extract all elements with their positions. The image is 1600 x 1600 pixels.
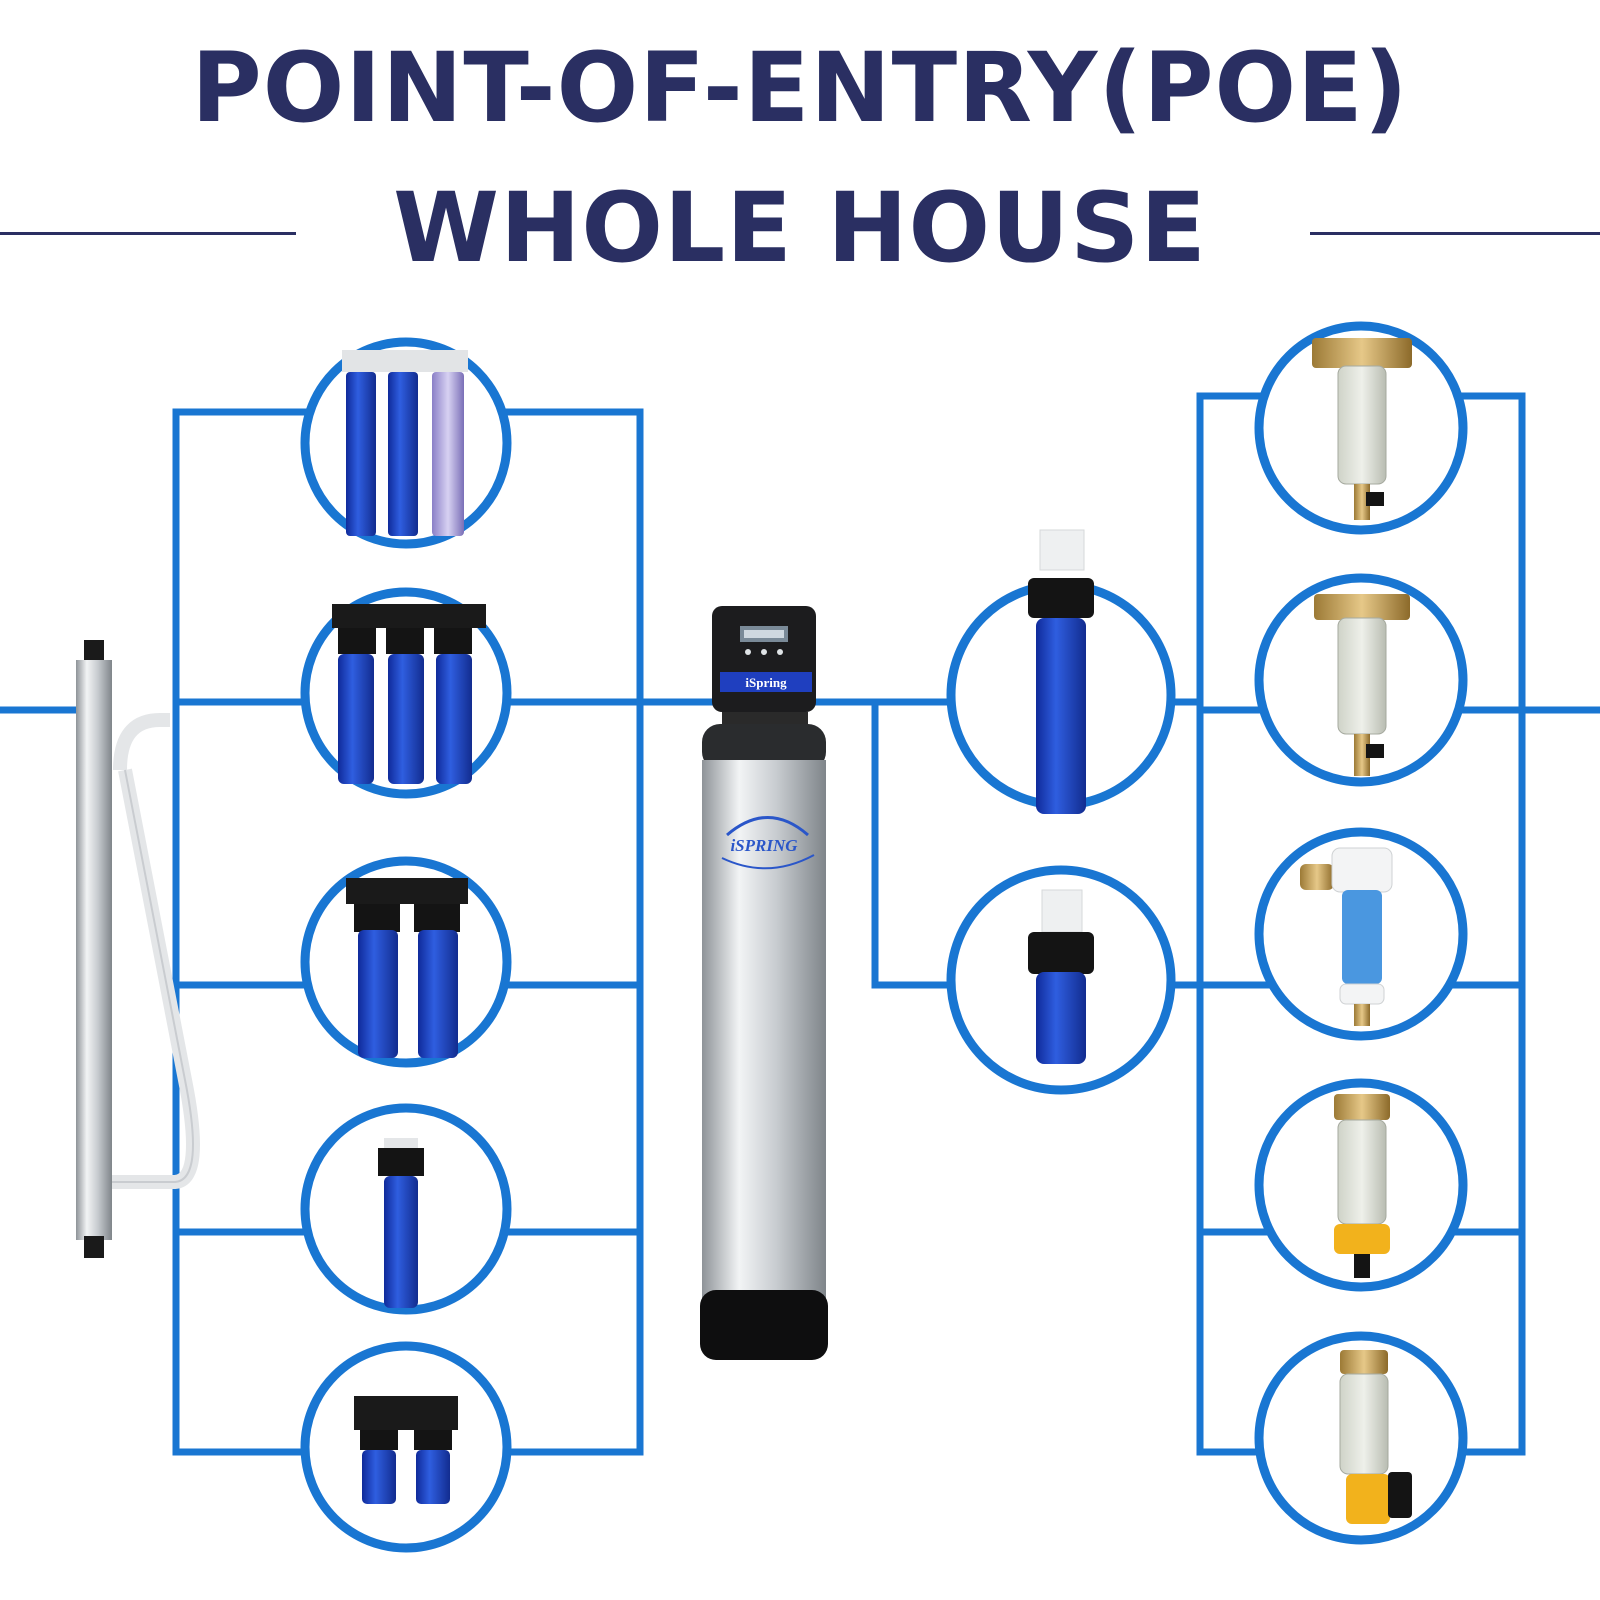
brass-spin-down-filter-gauge-icon xyxy=(1254,573,1468,787)
auto-flush-spin-down-filter-icon xyxy=(1254,1331,1468,1545)
control-valve-head xyxy=(712,606,816,712)
page-title-line-1: POINT-OF-ENTRY(POE) xyxy=(191,32,1409,144)
blue-spin-down-filter-icon xyxy=(1254,827,1468,1041)
yellow-valve-spin-down-filter-icon xyxy=(1254,1078,1468,1292)
three-stage-big-blue-filter-icon xyxy=(300,587,512,799)
water-softener-tank-icon: iSpring iSPRING xyxy=(700,606,828,1360)
two-stage-compact-filter-icon xyxy=(300,1341,512,1553)
tank-brand-label: iSPRING xyxy=(730,836,798,855)
title-divider-left xyxy=(0,232,296,235)
page-title-line-2: WHOLE HOUSE xyxy=(393,172,1207,284)
uv-sterilizer-icon xyxy=(76,640,200,1258)
three-stage-filter-icon xyxy=(300,337,512,549)
single-compact-housing-icon xyxy=(946,865,1176,1095)
valve-brand-label: iSpring xyxy=(745,675,787,690)
single-big-blue-filter-icon xyxy=(300,1103,512,1315)
title-divider-right xyxy=(1310,232,1600,235)
brass-spin-down-filter-icon xyxy=(1254,321,1468,535)
single-big-blue-housing-icon xyxy=(946,529,1176,814)
two-stage-big-blue-filter-icon xyxy=(300,856,512,1068)
